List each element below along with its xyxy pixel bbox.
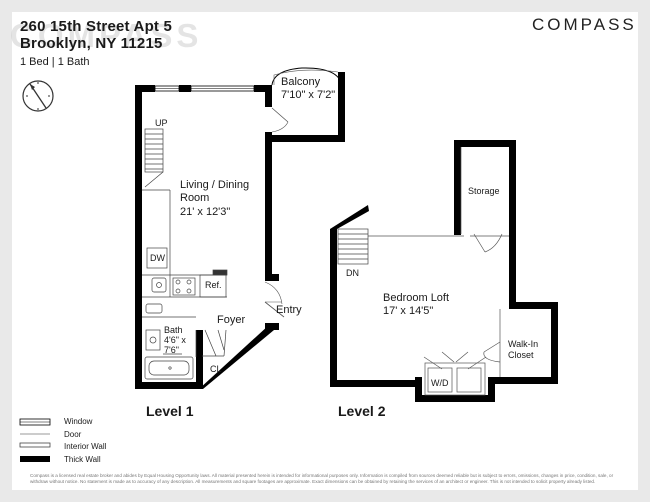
refrigerator-label: Ref.: [205, 280, 222, 290]
floor-plan-drawing: [19, 67, 558, 462]
interior-wall-icon: [19, 442, 51, 448]
living-dining-label: Living / Dining: [180, 179, 250, 191]
walk-in-closet-label: Walk-In: [508, 339, 539, 349]
thick-wall-icon: [20, 456, 50, 462]
bed-bath-summary: 1 Bed | 1 Bath: [20, 56, 90, 68]
living-dining-label-2: Room: [180, 192, 210, 204]
bedroom-loft-label: Bedroom Loft: [383, 292, 450, 304]
walk-in-closet-label-2: Closet: [508, 350, 534, 360]
foyer-label: Foyer: [217, 314, 246, 326]
floor-plan-page: COMPASS 260 15th Street Apt 5 Brooklyn, …: [10, 12, 638, 490]
level-1-plan: [135, 67, 345, 389]
north-compass-icon: [22, 80, 54, 112]
dishwasher-label: DW: [150, 253, 165, 263]
washer-dryer-label: W/D: [431, 378, 449, 388]
level-2-plan: [330, 140, 558, 402]
closet-label: CL: [210, 364, 222, 374]
legend-interior-wall-label: Interior Wall: [64, 442, 107, 451]
balcony-dimensions: 7'10" x 7'2": [281, 89, 336, 101]
level-2-heading: Level 2: [338, 403, 386, 419]
storage-label: Storage: [468, 186, 500, 196]
living-dining-dimensions: 21' x 12'3": [180, 206, 231, 218]
compass-watermark: COMPASS: [10, 17, 203, 54]
legend-window-label: Window: [64, 417, 93, 426]
legend-thick-wall-label: Thick Wall: [64, 455, 101, 464]
bath-dimensions-2: 7'6": [164, 345, 179, 355]
compass-logo: COMPASS: [532, 15, 637, 34]
stairs-down-label: DN: [346, 268, 359, 278]
stairs-up-label: UP: [155, 118, 168, 128]
address-line-2: Brooklyn, NY 11215: [20, 35, 163, 52]
bath-label: Bath: [164, 325, 183, 335]
address-line-1: 260 15th Street Apt 5: [20, 18, 173, 35]
entry-label: Entry: [276, 304, 302, 316]
level-1-heading: Level 1: [146, 403, 194, 419]
bath-dimensions-1: 4'6" x: [164, 335, 186, 345]
balcony-label: Balcony: [281, 76, 321, 88]
legal-disclaimer: Compass is a licensed real estate broker…: [30, 473, 614, 484]
bedroom-loft-dimensions: 17' x 14'5": [383, 305, 434, 317]
legend-door-label: Door: [64, 430, 82, 439]
legend: [19, 418, 51, 462]
